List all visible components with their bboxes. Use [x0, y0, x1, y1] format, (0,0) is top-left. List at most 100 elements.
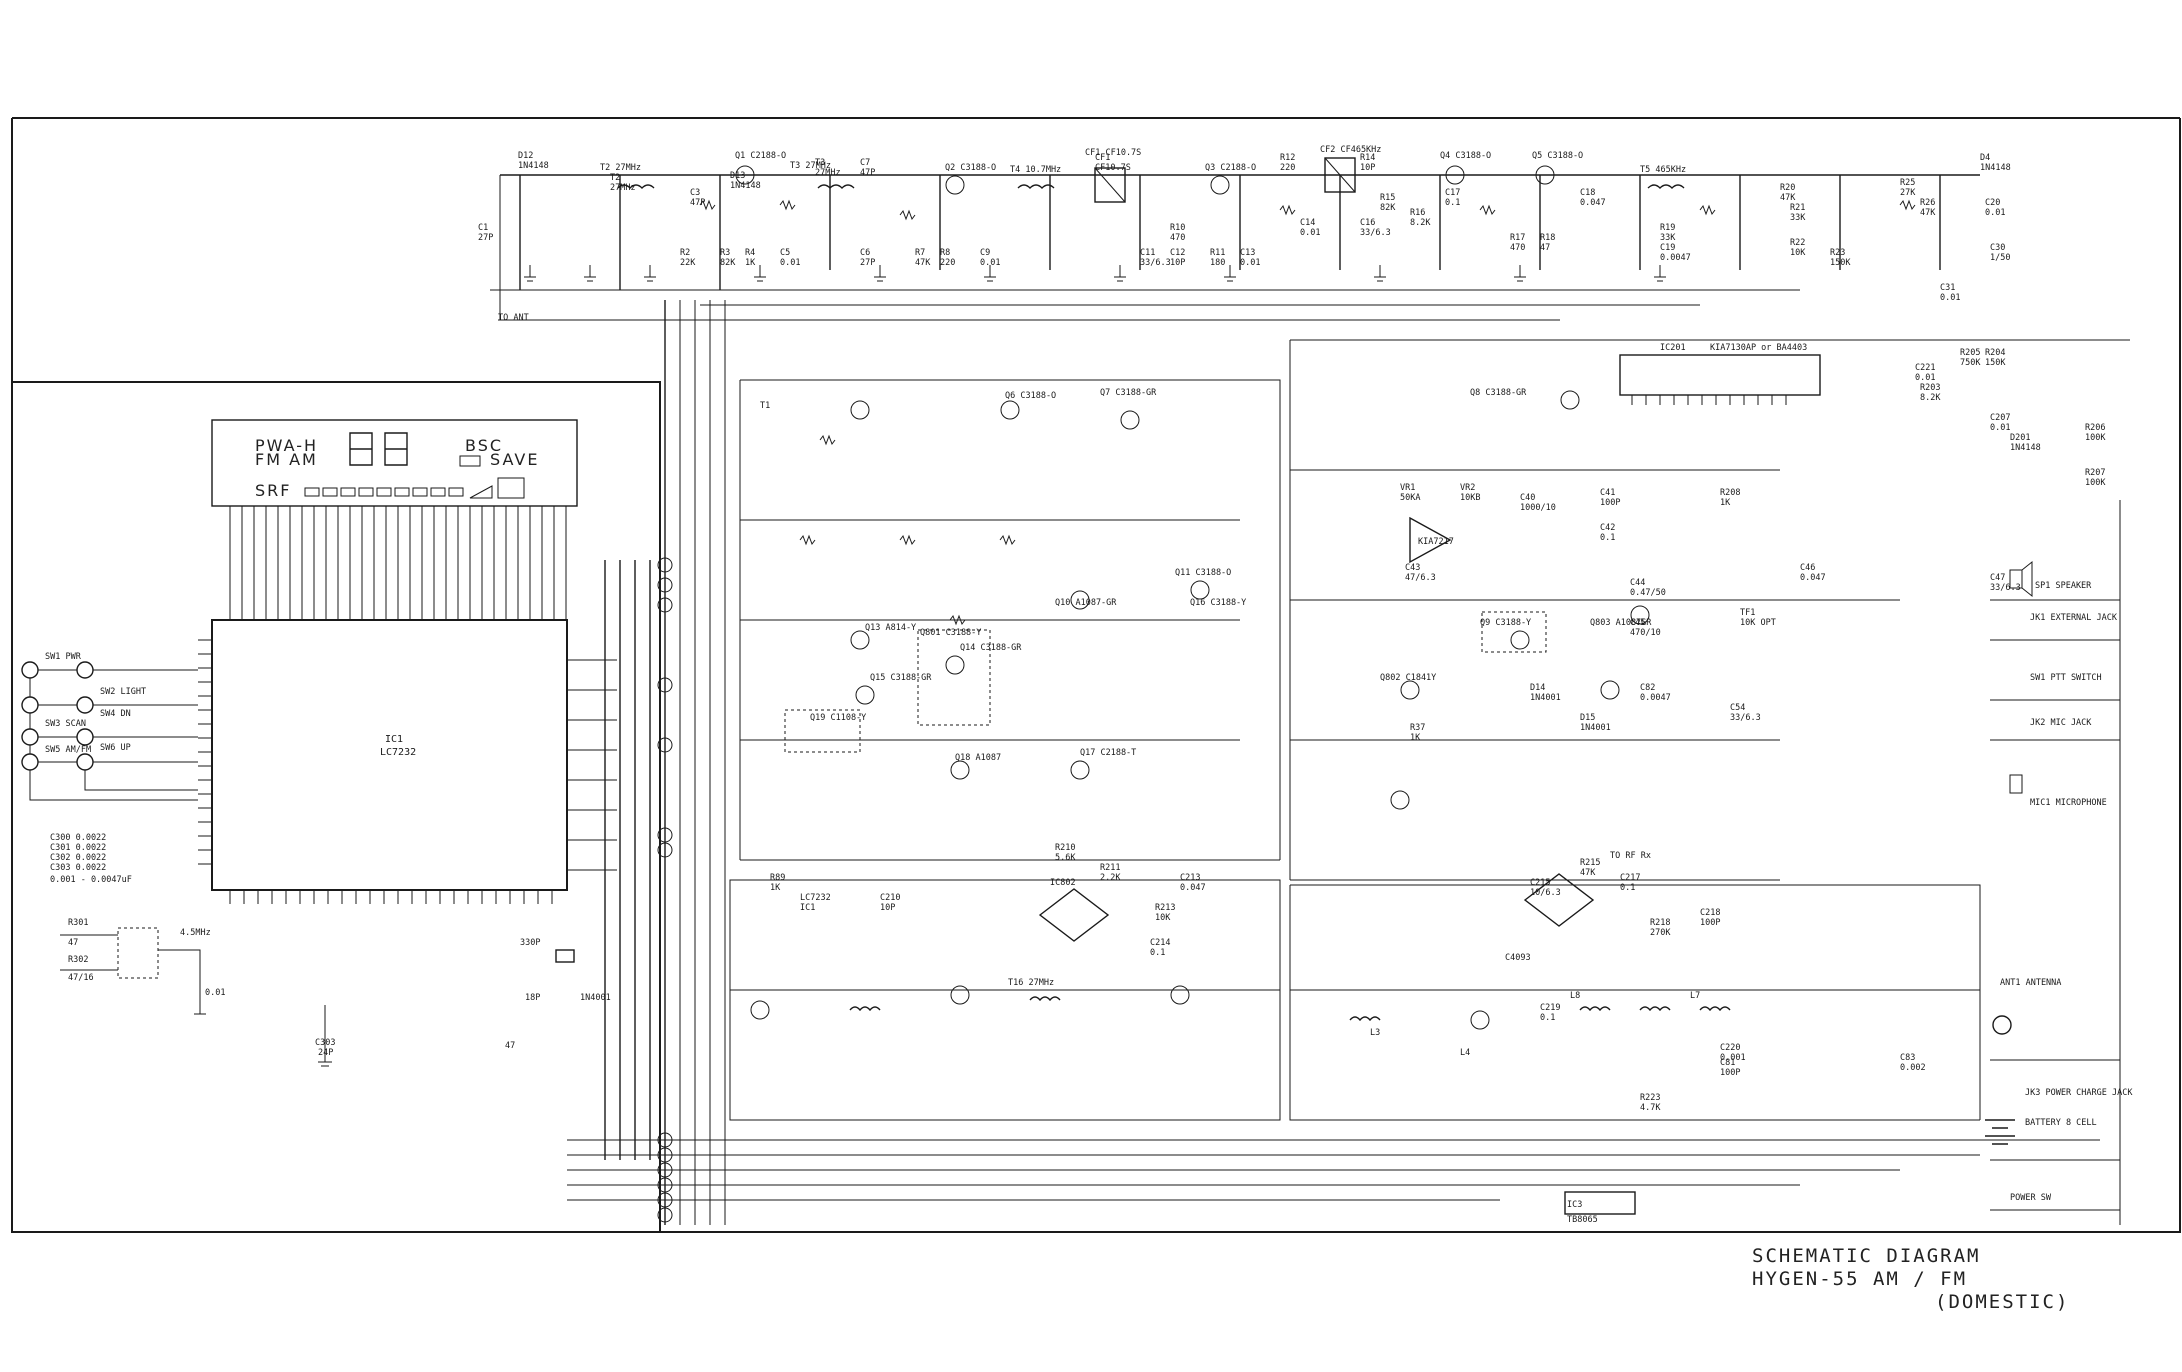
component-ref: R26 [1920, 198, 1935, 208]
transistor-label: Q8 C3188-GR [1470, 388, 1527, 398]
component-value: 1K [770, 883, 781, 893]
component-ref: C45 [1630, 618, 1645, 628]
sw1-label: SW1 PWR [45, 652, 82, 662]
component-value: 0.01 [1985, 208, 2005, 218]
component-value: 10K OPT [1740, 618, 1776, 628]
component-value: 10K [1790, 248, 1806, 258]
transistor-label: Q13 A814-Y [865, 623, 916, 633]
mic-jack-label: JK2 MIC JACK [2030, 718, 2092, 728]
transistor-label: Q10 A1087-GR [1055, 598, 1117, 608]
display-srf: SRF [255, 481, 291, 500]
transistor-label: Q18 A1087 [955, 753, 1001, 763]
rf-part-label: CF1 CF10.7S [1085, 148, 1141, 158]
component-ref: C17 [1445, 188, 1460, 198]
component-ref: C83 [1900, 1053, 1915, 1063]
rf-part-label: L4 [1460, 1048, 1470, 1058]
title-block: SCHEMATIC DIAGRAM HYGEN-55 AM / FM (DOME… [1752, 1245, 2067, 1313]
component-ref: C43 [1405, 563, 1420, 573]
component-value: 0.1 [1540, 1013, 1555, 1023]
component-ref: TF1 [1740, 608, 1755, 618]
component-value: 0.01 [1300, 228, 1320, 238]
component-ref: R218 [1650, 918, 1670, 928]
component-value: 27MHz [815, 168, 841, 178]
pll-block [739, 379, 1281, 861]
component-ref: C220 [1720, 1043, 1740, 1053]
component-ref: D201 [2010, 433, 2030, 443]
component-value: 0.1 [1150, 948, 1165, 958]
component-value: 1N4148 [2010, 443, 2041, 453]
component-value: 47K [1920, 208, 1936, 218]
component-ref: C82 [1640, 683, 1655, 693]
component-ref: C19 [1660, 243, 1675, 253]
component-value: 1K [745, 258, 756, 268]
ic1-block: IC1 LC7232 [198, 619, 617, 904]
rf-part-label: T5 465KHz [1640, 165, 1686, 175]
component-value: 0.01 [1940, 293, 1960, 303]
ic1-part: LC7232 [380, 747, 416, 758]
component-value: 33K [1660, 233, 1676, 243]
rf-part-label: L3 [1370, 1028, 1380, 1038]
component-ref: R10 [1170, 223, 1185, 233]
component-value: 220 [1280, 163, 1295, 173]
component-ref: R223 [1640, 1093, 1660, 1103]
sw3-label: SW3 SCAN [45, 719, 86, 729]
component-value: IC1 [800, 903, 815, 913]
component-value: 470 [1170, 233, 1185, 243]
component-ref: R2 [680, 248, 690, 258]
r302-label: R302 [68, 955, 88, 965]
svg-text:TO ANT: TO ANT [498, 313, 529, 323]
component-ref: C14 [1300, 218, 1315, 228]
component-ref: R18 [1540, 233, 1555, 243]
ic802-ref: IC802 [1050, 878, 1076, 888]
transistor-label: Q1 C2188-O [735, 151, 786, 161]
speaker-label: SP1 SPEAKER [2035, 581, 2092, 591]
component-value: 0.01 [1240, 258, 1260, 268]
component-value: 1N4001 [1580, 723, 1611, 733]
component-ref: C16 [1360, 218, 1375, 228]
component-value: 10P [1170, 258, 1185, 268]
r309-val: 47 [505, 1041, 515, 1051]
title-line-1: SCHEMATIC DIAGRAM [1752, 1245, 1980, 1267]
c304-val: 18P [525, 993, 540, 1003]
display-panel: PWA-H FM AM BSC SAVE SRF [211, 419, 578, 620]
component-ref: R8 [940, 248, 950, 258]
tx-block: C4093 IC802 IC3 TB8065 [1038, 873, 1981, 1225]
component-ref: C3 [690, 188, 700, 198]
ic3-ref: IC3 [1567, 1200, 1582, 1210]
component-value: 0.0047 [1640, 693, 1671, 703]
component-ref: C44 [1630, 578, 1645, 588]
component-ref: R23 [1830, 248, 1845, 258]
transistor-label: Q7 C3188-GR [1100, 388, 1157, 398]
component-ref: C9 [980, 248, 990, 258]
battery-label: BATTERY 8 CELL [2025, 1118, 2097, 1128]
component-ref: R211 [1100, 863, 1120, 873]
component-value: 47 [1540, 243, 1550, 253]
ic3-part: TB8065 [1567, 1215, 1598, 1225]
component-value: 0.01 [780, 258, 800, 268]
component-ref: C46 [1800, 563, 1815, 573]
sw5-label: SW5 AM/FM [45, 745, 91, 755]
component-value: 0.1 [1620, 883, 1635, 893]
component-value: 150K [1830, 258, 1851, 268]
component-ref: R19 [1660, 223, 1675, 233]
transistor-label: Q801 C3188-Y [920, 628, 981, 638]
component-value: 0.1 [1445, 198, 1460, 208]
component-ref: C7 [860, 158, 870, 168]
component-value: 470 [1510, 243, 1525, 253]
component-ref: D14 [1530, 683, 1545, 693]
component-value: 100P [1700, 918, 1720, 928]
component-ref: VR2 [1460, 483, 1475, 493]
component-value: 47/6.3 [1405, 573, 1436, 583]
component-value: 8.2K [1920, 393, 1941, 403]
component-value: 82K [720, 258, 736, 268]
r301-label: R301 [68, 918, 88, 928]
component-ref: D13 [730, 171, 745, 181]
component-ref: R12 [1280, 153, 1295, 163]
component-value: 750K [1960, 358, 1981, 368]
title-line-2: HYGEN-55 AM / FM [1752, 1268, 1967, 1290]
component-value: 100P [1600, 498, 1620, 508]
component-value: 0.047 [1800, 573, 1826, 583]
cap-note-2: C301 0.0022 [50, 843, 106, 853]
sw6-label: SW6 UP [100, 743, 131, 753]
component-value: 150K [1985, 358, 2006, 368]
